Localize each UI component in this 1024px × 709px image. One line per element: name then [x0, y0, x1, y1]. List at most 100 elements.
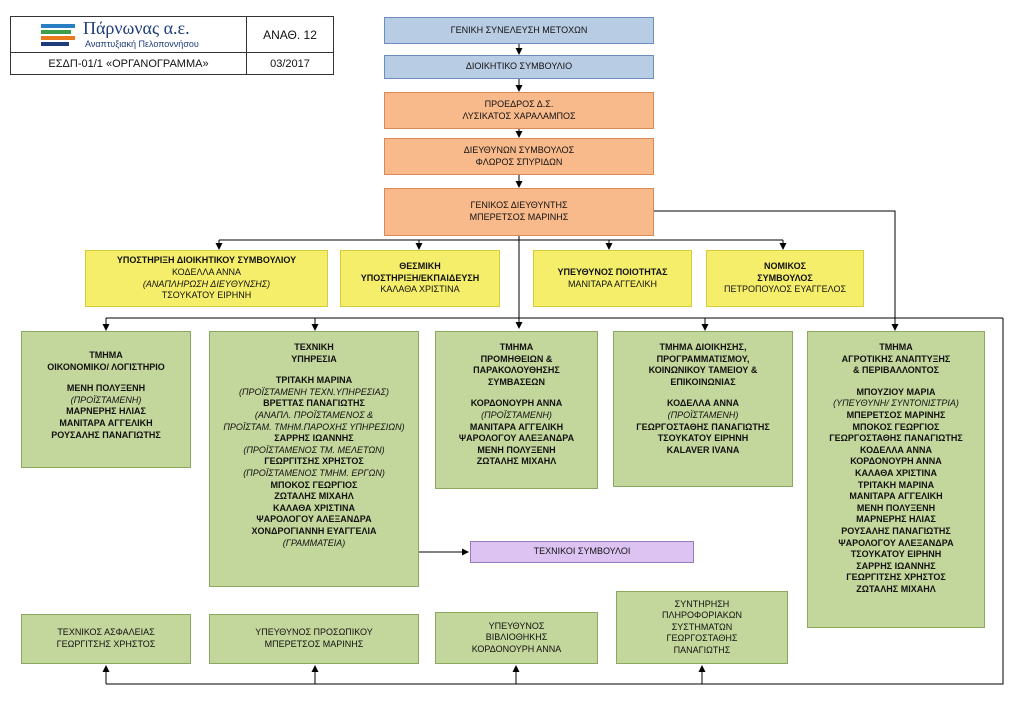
- it-maintenance-name1: ΓΕΩΡΓΟΣΤΑΘΗΣ: [666, 633, 738, 644]
- it-maintenance-title1: ΣΥΝΤΗΡΗΣΗ: [674, 598, 730, 609]
- library-manager-name: ΚΟΡΔΟΝΟΥΡΗ ΑΝΝΑ: [471, 643, 562, 654]
- connector-bottom-bus: [106, 318, 1004, 685]
- agri-dept-line7: ΚΟΡΔΟΝΟΥΡΗ ΑΝΝΑ: [850, 456, 942, 467]
- agri-dept-title3: & ΠΕΡΙΒΑΛΛΟΝΤΟΣ: [852, 365, 939, 376]
- technical-consultants-title: ΤΕΧΝΙΚΟΙ ΣΥΜΒΟΥΛΟΙ: [533, 546, 631, 557]
- procurement-dept-line6: ΖΩΤΑΛΗΣ ΜΙΧΑΗΛ: [476, 456, 557, 467]
- technical-service-line1: ΤΡΙΤΑΚΗ ΜΑΡΙΝΑ: [275, 375, 353, 386]
- it-maintenance-name2: ΠΑΝΑΓΙΩΤΗΣ: [673, 644, 731, 655]
- finance-dept-line3: ΜΑΡΝΕΡΗΣ ΗΛΙΑΣ: [66, 406, 146, 417]
- procurement-dept-line1: ΚΟΡΔΟΝΟΥΡΗ ΑΝΝΑ: [470, 398, 563, 409]
- legal-advisor-box: ΝΟΜΙΚΟΣ ΣΥΜΒΟΥΛΟΣ ΠΕΤΡΟΠΟΥΛΟΣ ΕΥΑΓΓΕΛΟΣ: [706, 250, 864, 307]
- document-code: ΕΣΔΠ-01/1 «ΟΡΓΑΝΟΓΡΑΜΜΑ»: [11, 53, 247, 74]
- technical-service-line6: ΣΑΡΡΗΣ ΙΩΑΝΝΗΣ: [274, 433, 354, 444]
- board-support-note: (ΑΝΑΠΛΗΡΩΣΗ ΔΙΕΥΘΥΝΣΗΣ): [142, 278, 271, 289]
- president-box: ΠΡΟΕΔΡΟΣ Δ.Σ. ΛΥΣΙΚΑΤΟΣ ΧΑΡΑΛΑΜΠΟΣ: [384, 92, 654, 129]
- finance-dept-line2: (ΠΡΟΪΣΤΑΜΕΝΗ): [70, 394, 142, 405]
- safety-officer-name: ΓΕΩΡΓΙΤΣΗΣ ΧΡΗΣΤΟΣ: [56, 639, 156, 649]
- admin-dept-title4: ΕΠΙΚΟΙΝΩΝΙΑΣ: [670, 376, 736, 387]
- managing-director-name: ΦΛΩΡΟΣ ΣΠΥΡΙΔΩΝ: [475, 156, 563, 167]
- finance-dept-title1: ΤΜΗΜΑ: [89, 350, 123, 360]
- agri-dept-line13: ΡΟΥΣΑΛΗΣ ΠΑΝΑΓΙΩΤΗΣ: [841, 525, 951, 536]
- institutional-support-title1: ΘΕΣΜΙΚΗ: [399, 261, 441, 272]
- it-maintenance-title2: ΠΛΗΡΟΦΟΡΙΑΚΩΝ: [662, 610, 742, 621]
- general-assembly-box: ΓΕΝΙΚΗ ΣΥΝΕΛΕΥΣΗ ΜΕΤΟΧΩΝ: [384, 17, 654, 44]
- agri-dept-title1: ΤΜΗΜΑ: [879, 342, 913, 352]
- document-date: 03/2017: [270, 57, 310, 70]
- technical-service-line11: ΖΩΤΑΛΗΣ ΜΙΧΑΗΛ: [274, 491, 354, 502]
- admin-dept-line4: ΤΣΟΥΚΑΤΟΥ ΕΙΡΗΝΗ: [657, 433, 749, 444]
- technical-service-line2: (ΠΡΟΪΣΤΑΜΕΝΗ ΤΕΧΝ.ΥΠΗΡΕΣΙΑΣ): [238, 386, 390, 397]
- technical-service-line3: ΒΡΕΤΤΑΣ ΠΑΝΑΓΙΩΤΗΣ: [263, 398, 365, 409]
- library-manager-title2: ΒΙΒΛΙΟΘΗΚΗΣ: [485, 632, 548, 643]
- technical-service-line13: ΨΑΡΟΛΟΓΟΥ ΑΛΕΞΑΝΔΡΑ: [256, 514, 372, 525]
- admin-dept-title3: ΚΟΙΝΩΝΙΚΟΥ ΤΑΜΕΙΟΥ &: [648, 365, 758, 376]
- board-title: ΔΙΟΙΚΗΤΙΚΟ ΣΥΜΒΟΥΛΙΟ: [465, 61, 573, 72]
- managing-director-box: ΔΙΕΥΘΥΝΩΝ ΣΥΜΒΟΥΛΟΣ ΦΛΩΡΟΣ ΣΠΥΡΙΔΩΝ: [384, 138, 654, 175]
- agri-dept-line8: ΚΑΛΑΘΑ ΧΡΙΣΤΙΝΑ: [855, 467, 937, 478]
- agri-dept-line10: ΜΑΝΙΤΑΡΑ ΑΓΓΕΛΙΚΗ: [849, 491, 943, 502]
- technical-service-line14: ΧΟΝΔΡΟΓΙΑΝΝΗ ΕΥΑΓΓΕΛΙΑ: [251, 525, 377, 536]
- admin-dept-line2: (ΠΡΟΪΣΤΑΜΕΝΗ): [667, 409, 739, 420]
- it-maintenance-box: ΣΥΝΤΗΡΗΣΗ ΠΛΗΡΟΦΟΡΙΑΚΩΝ ΣΥΣΤΗΜΑΤΩΝ ΓΕΩΡΓ…: [616, 591, 788, 664]
- procurement-dept-title1: ΤΜΗΜΑ: [499, 342, 534, 352]
- technical-service-line15: (ΓΡΑΜΜΑΤΕΙΑ): [282, 537, 346, 548]
- connector-gm-agri: [653, 210, 899, 331]
- procurement-dept-line4: ΨΑΡΟΛΟΓΟΥ ΑΛΕΞΑΝΔΡΑ: [458, 433, 575, 444]
- general-assembly-title: ΓΕΝΙΚΗ ΣΥΝΕΛΕΥΣΗ ΜΕΤΟΧΩΝ: [450, 24, 588, 35]
- quality-manager-name: ΜΑΝΙΤΑΡΑ ΑΓΓΕΛΙΚΗ: [567, 278, 658, 289]
- agri-dept-line11: ΜΕΝΗ ΠΟΛΥΞΕΝΗ: [856, 502, 936, 513]
- technical-service-line12: ΚΑΛΑΘΑ ΧΡΙΣΤΙΝΑ: [273, 502, 355, 513]
- board-box: ΔΙΟΙΚΗΤΙΚΟ ΣΥΜΒΟΥΛΙΟ: [384, 55, 654, 79]
- agri-dept-line12: ΜΑΡΝΕΡΗΣ ΗΛΙΑΣ: [856, 514, 936, 525]
- procurement-dept-line5: ΜΕΝΗ ΠΟΛΥΞΕΝΗ: [477, 444, 556, 455]
- technical-service-line9: (ΠΡΟΪΣΤΑΜΕΝΟΣ ΤΜΗΜ. ΕΡΓΩΝ): [243, 467, 385, 478]
- agri-dept-line14: ΨΑΡΟΛΟΓΟΥ ΑΛΕΞΑΝΔΡΑ: [838, 537, 954, 548]
- safety-officer-title: ΤΕΧΝΙΚΟΣ ΑΣΦΑΛΕΙΑΣ: [57, 627, 155, 638]
- technical-consultants-box: ΤΕΧΝΙΚΟΙ ΣΥΜΒΟΥΛΟΙ: [470, 541, 694, 563]
- it-maintenance-title3: ΣΥΣΤΗΜΑΤΩΝ: [671, 621, 733, 632]
- agri-dept-line5: ΓΕΩΡΓΟΣΤΑΘΗΣ ΠΑΝΑΓΙΩΤΗΣ: [829, 433, 963, 444]
- general-manager-name: ΜΠΕΡΕΤΣΟΣ ΜΑΡΙΝΗΣ: [469, 212, 569, 222]
- technical-service-box: ΤΕΧΝΙΚΗ ΥΠΗΡΕΣΙΑ ΤΡΙΤΑΚΗ ΜΑΡΙΝΑ (ΠΡΟΪΣΤΑ…: [209, 331, 419, 587]
- legal-advisor-name: ΠΕΤΡΟΠΟΥΛΟΣ ΕΥΑΓΓΕΛΟΣ: [723, 284, 847, 295]
- finance-dept-title2: ΟΙΚΟΝΟΜΙΚΟ/ ΛΟΓΙΣΤΗΡΙΟ: [47, 361, 165, 372]
- admin-dept-line3: ΓΕΩΡΓΟΣΤΑΘΗΣ ΠΑΝΑΓΙΩΤΗΣ: [636, 421, 770, 432]
- technical-service-line5: ΠΡΟΪΣΤΑΜ. ΤΜΗΜ.ΠΑΡΟΧΗΣ ΥΠΗΡΕΣΙΩΝ): [223, 421, 405, 432]
- procurement-dept-line3: ΜΑΝΙΤΑΡΑ ΑΓΓΕΛΙΚΗ: [469, 421, 564, 432]
- board-support-title: ΥΠΟΣΤΗΡΙΞΗ ΔΙΟΙΚΗΤΙΚΟΥ ΣΥΜΒΟΥΛΙΟΥ: [116, 255, 297, 266]
- quality-manager-title: ΥΠΕΥΘΥΝΟΣ ΠΟΙΟΤΗΤΑΣ: [557, 266, 668, 277]
- admin-dept-title2: ΠΡΟΓΡΑΜΜΑΤΙΣΜΟΥ,: [656, 353, 750, 364]
- admin-dept-title1: ΤΜΗΜΑ ΔΙΟΙΚΗΣΗΣ,: [659, 342, 747, 352]
- logo-cell: Πάρνωνας α.ε. Αναπτυξιακή Πελοποννήσου: [11, 17, 247, 53]
- safety-officer-box: ΤΕΧΝΙΚΟΣ ΑΣΦΑΛΕΙΑΣ ΓΕΩΡΓΙΤΣΗΣ ΧΡΗΣΤΟΣ: [21, 614, 191, 664]
- institutional-support-name: ΚΑΛΑΘΑ ΧΡΙΣΤΙΝΑ: [380, 284, 460, 295]
- general-manager-box: ΓΕΝΙΚΟΣ ΔΙΕΥΘΥΝΤΗΣ ΜΠΕΡΕΤΣΟΣ ΜΑΡΙΝΗΣ: [384, 188, 654, 236]
- technical-service-line10: ΜΠΟΚΟΣ ΓΕΩΡΓΙΟΣ: [270, 479, 358, 490]
- president-title: ΠΡΟΕΔΡΟΣ Δ.Σ.: [484, 98, 554, 109]
- agri-dept-line6: ΚΟΔΕΛΛΑ ΑΝΝΑ: [860, 444, 932, 455]
- agri-dept-line15: ΤΣΟΥΚΑΤΟΥ ΕΙΡΗΝΗ: [850, 549, 942, 560]
- logo-name: Πάρνωνας α.ε.: [83, 18, 190, 38]
- technical-service-line4: (ΑΝΑΠΛ. ΠΡΟΪΣΤΑΜΕΝΟΣ &: [254, 409, 374, 420]
- agri-dept-title2: ΑΓΡΟΤΙΚΗΣ ΑΝΑΠΤΥΞΗΣ: [841, 353, 951, 364]
- technical-service-line7: (ΠΡΟΪΣΤΑΜΕΝΟΣ ΤΜ. ΜΕΛΕΤΩΝ): [243, 444, 385, 455]
- president-name: ΛΥΣΙΚΑΤΟΣ ΧΑΡΑΛΑΜΠΟΣ: [462, 110, 576, 121]
- quality-manager-box: ΥΠΕΥΘΥΝΟΣ ΠΟΙΟΤΗΤΑΣ ΜΑΝΙΤΑΡΑ ΑΓΓΕΛΙΚΗ: [533, 250, 692, 307]
- board-support-name: ΚΟΔΕΛΛΑ ΑΝΝΑ: [171, 266, 242, 277]
- general-manager-title: ΓΕΝΙΚΟΣ ΔΙΕΥΘΥΝΤΗΣ: [470, 200, 568, 211]
- procurement-dept-title3: ΠΑΡΑΚΟΛΟΥΘΗΣΗΣ: [473, 365, 560, 376]
- technical-service-title2: ΥΠΗΡΕΣΙΑ: [291, 353, 337, 364]
- agri-dept-line18: ΖΩΤΑΛΗΣ ΜΙΧΑΗΛ: [856, 583, 936, 594]
- document-header: Πάρνωνας α.ε. Αναπτυξιακή Πελοποννήσου Α…: [10, 16, 334, 75]
- logo-subtitle: Αναπτυξιακή Πελοποννήσου: [85, 39, 199, 49]
- library-manager-box: ΥΠΕΥΘΥΝΟΣ ΒΙΒΛΙΟΘΗΚΗΣ ΚΟΡΔΟΝΟΥΡΗ ΑΝΝΑ: [435, 612, 598, 664]
- parnonas-logo-icon: [41, 24, 75, 46]
- managing-director-title: ΔΙΕΥΘΥΝΩΝ ΣΥΜΒΟΥΛΟΣ: [463, 144, 575, 155]
- admin-dept-box: ΤΜΗΜΑ ΔΙΟΙΚΗΣΗΣ, ΠΡΟΓΡΑΜΜΑΤΙΣΜΟΥ, ΚΟΙΝΩΝ…: [613, 331, 793, 487]
- agri-dept-line1: ΜΠΟΥΖΙΟΥ ΜΑΡΙΑ: [856, 386, 936, 397]
- agri-dept-line3: ΜΠΕΡΕΤΣΟΣ ΜΑΡΙΝΗΣ: [846, 409, 946, 420]
- institutional-support-title2: ΥΠΟΣΤΗΡΙΞΗ/ΕΚΠΑΙΔΕΥΣΗ: [360, 272, 480, 283]
- revision-label: ΑΝΑΘ. 12: [247, 17, 333, 53]
